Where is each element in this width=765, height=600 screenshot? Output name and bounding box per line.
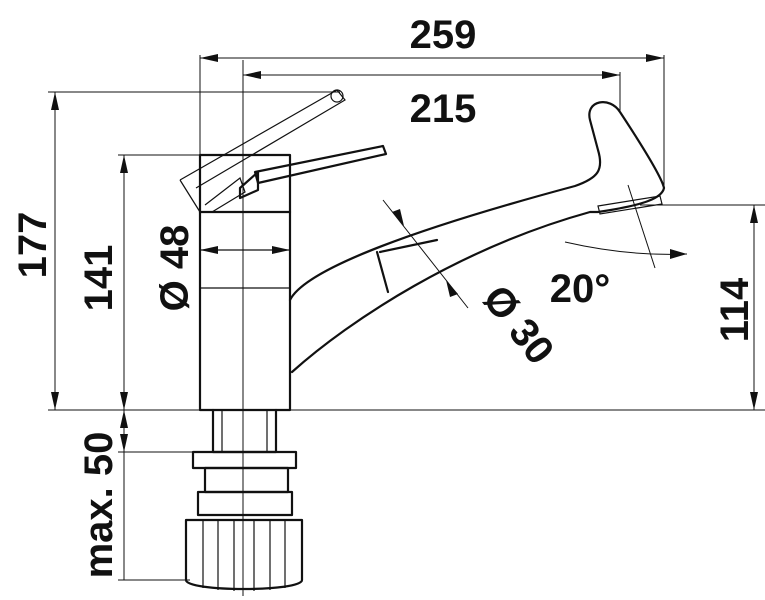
extension-lines: [48, 55, 765, 581]
dim-label-total-height: 177: [11, 212, 55, 279]
dimension-spout-outlet-height: 114: [713, 205, 758, 410]
dim-label-spout-reach: 215: [410, 87, 477, 131]
dim-label-body-diameter: Ø 48: [153, 225, 197, 312]
dim-label-lever-height: 141: [77, 245, 121, 312]
dimension-swivel-angle: 20°: [550, 184, 688, 311]
dim-label-overall-width: 259: [410, 13, 477, 57]
dimension-spout-reach: 215: [243, 71, 620, 131]
dim-label-swivel-angle: 20°: [550, 267, 611, 311]
faucet-outline: [179, 60, 666, 596]
dim-label-mounting-depth: max. 50: [77, 432, 121, 579]
dimension-mounting-depth: max. 50: [77, 410, 128, 580]
dimension-total-height: 177: [11, 92, 59, 410]
dimension-spout-diameter: Ø 30: [382, 199, 562, 373]
dim-label-spout-outlet-height: 114: [713, 277, 757, 342]
dimension-body-diameter: Ø 48: [153, 225, 290, 312]
dimension-overall-width: 259: [200, 13, 664, 62]
dimension-lever-height: 141: [77, 155, 128, 410]
